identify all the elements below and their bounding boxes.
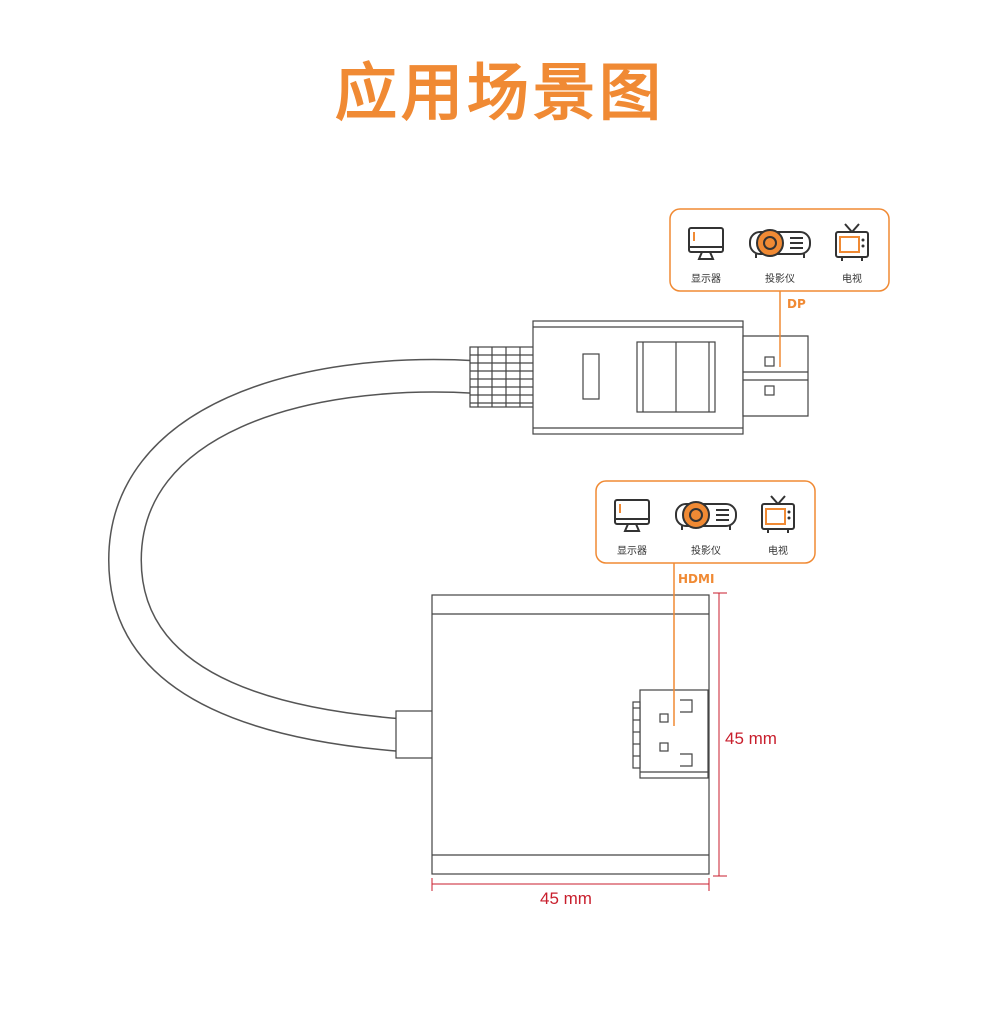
- projector-icon: [675, 501, 737, 531]
- device-label-monitor: 显示器: [617, 545, 647, 557]
- projector-icon: [749, 229, 811, 259]
- dp-latch-slot: [582, 353, 600, 400]
- cable-boot: [395, 710, 434, 759]
- strain-relief: [469, 346, 536, 408]
- dp-device-panel: 显示器 投影仪 电视: [669, 208, 890, 292]
- hdmi-box: [395, 594, 710, 875]
- hdmi-port: [632, 689, 709, 779]
- width-dimension-label: 45 mm: [540, 889, 592, 908]
- device-label-tv: 电视: [842, 272, 862, 285]
- dimension-height: [713, 592, 727, 877]
- dp-plug: [742, 335, 809, 417]
- cable: [107, 358, 476, 752]
- dp-grip: [636, 341, 716, 413]
- dp-port-label: DP: [787, 297, 806, 311]
- dp-connector: [469, 320, 809, 435]
- device-label-tv: 电视: [768, 544, 788, 557]
- dimension-width: [431, 878, 710, 891]
- device-label-projector: 投影仪: [691, 544, 721, 557]
- height-dimension-label: 45 mm: [725, 729, 777, 748]
- device-label-monitor: 显示器: [691, 273, 721, 285]
- device-label-projector: 投影仪: [765, 272, 795, 285]
- hdmi-port-label: HDMI: [678, 572, 714, 586]
- page-title: 应用场景图: [334, 56, 665, 129]
- hdmi-device-panel: 显示器 投影仪 电视: [595, 480, 816, 564]
